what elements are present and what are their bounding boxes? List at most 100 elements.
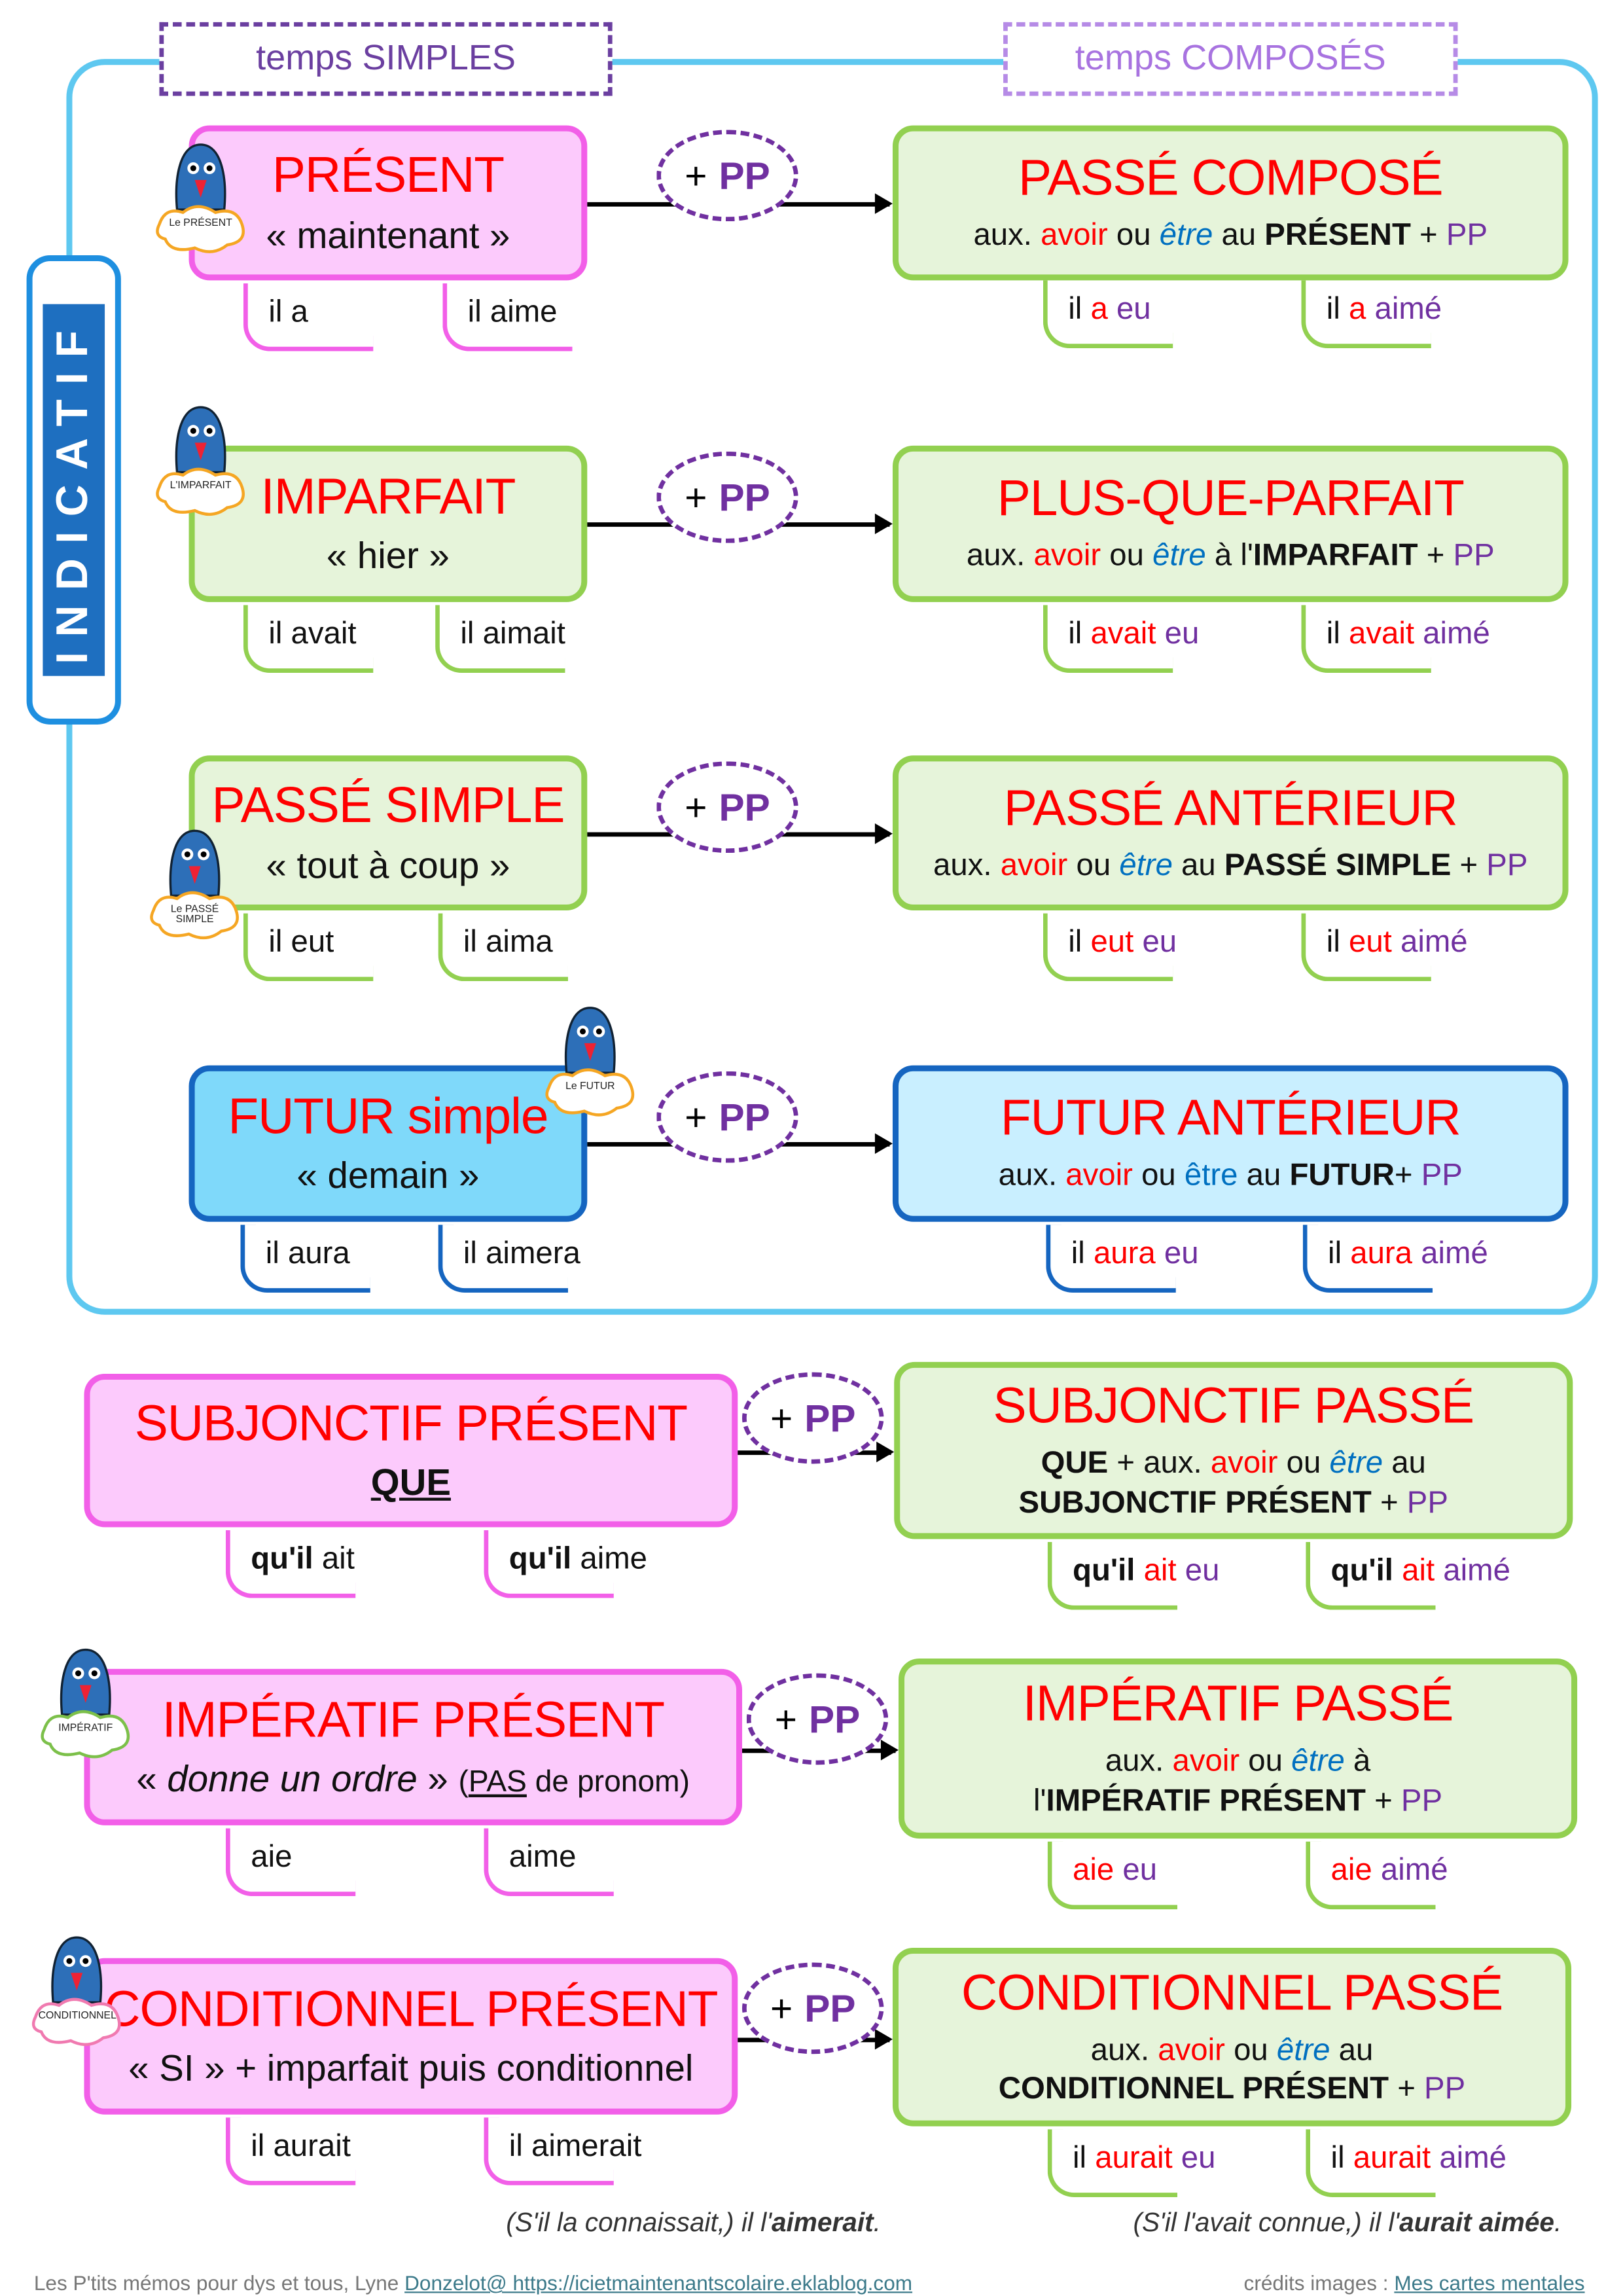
text-segment: « hier » — [326, 535, 450, 577]
plus-pp-badge: +PP — [656, 1071, 798, 1163]
text-segment: IMPÉRATIF PRÉSENT — [1046, 1783, 1366, 1818]
text-segment: eu — [1156, 617, 1200, 651]
text-segment: aux. — [1105, 1744, 1173, 1779]
text-segment: il — [1068, 292, 1091, 327]
compound-tense-title: SUBJONCTIF PASSÉ — [993, 1378, 1475, 1435]
text-segment: il — [1073, 2141, 1096, 2176]
compound-form-example: qu'il ait aimé — [1306, 1541, 1510, 1610]
compound-tense-rule: QUE + aux. avoir ou être au — [1041, 1445, 1426, 1484]
text-segment: a — [1090, 292, 1108, 327]
simple-tense-hint: « SI » + imparfait puis conditionnel — [128, 2048, 693, 2090]
text-segment: à — [1344, 1744, 1371, 1779]
text-segment: il — [1330, 2141, 1353, 2176]
text-segment: être — [1291, 1744, 1345, 1779]
text-segment: être — [1159, 218, 1213, 253]
text-segment: « SI » + imparfait puis conditionnel — [128, 2048, 694, 2090]
simple-tense-box: CONDITIONNEL PRÉSENT« SI » + imparfait p… — [84, 1958, 738, 2115]
text-segment: il aura — [265, 1236, 350, 1271]
text-segment: QUE — [1041, 1446, 1109, 1480]
text-segment: avoir — [1210, 1446, 1278, 1480]
simple-form-example: il avait — [243, 605, 374, 673]
plus-sign: + — [770, 1985, 793, 2030]
pp-label: PP — [719, 474, 770, 519]
simple-tense-hint: « demain » — [296, 1155, 479, 1198]
text-segment: PASSÉ SIMPLE — [1224, 848, 1452, 883]
text-segment: + — [1389, 2072, 1425, 2106]
footer-link-blog[interactable]: Donzelot@ https://icietmaintenantscolair… — [404, 2270, 913, 2295]
mascot-illustration: CONDITIONNEL — [29, 1926, 124, 2049]
text-segment: PP — [1400, 1783, 1443, 1818]
simple-tense-title: IMPARFAIT — [260, 469, 516, 526]
pp-label: PP — [719, 152, 770, 197]
text-segment: il aurait — [251, 2129, 351, 2164]
example-compound: (S'il l'avait connue,) il l'aurait aimée… — [1133, 2208, 1561, 2238]
compound-form-example: il aurait eu — [1047, 2129, 1215, 2197]
text-segment: aimé — [1391, 925, 1468, 960]
simple-tense-box: IMPÉRATIF PRÉSENT« donne un ordre » (PAS… — [84, 1668, 743, 1825]
text-segment: PP — [1486, 848, 1528, 883]
text-segment: aurait aimée — [1399, 2207, 1555, 2237]
text-segment: « tout à coup » — [266, 844, 510, 886]
text-segment: ou — [1277, 1446, 1330, 1480]
compound-form-example: il avait aimé — [1301, 605, 1490, 673]
text-segment: aimé — [1372, 1853, 1448, 1888]
text-segment: il aimera — [463, 1236, 580, 1271]
simple-tense-hint: « hier » — [327, 535, 450, 578]
text-segment: être — [1119, 848, 1173, 883]
text-segment: ait — [1393, 1553, 1435, 1588]
text-segment: ou — [1132, 1158, 1185, 1193]
footer-link-credits[interactable]: Mes cartes mentales — [1394, 2270, 1585, 2295]
text-segment: être — [1152, 539, 1206, 573]
compound-tense-rule: aux. avoir ou être à l'IMPARFAIT + PP — [967, 538, 1495, 577]
text-segment: » — [417, 1759, 459, 1801]
compound-form-example: il a eu — [1043, 280, 1173, 349]
compound-form-example: il aura aimé — [1302, 1225, 1488, 1293]
compound-form-example: qu'il ait eu — [1047, 1541, 1219, 1610]
simple-form-example: il a — [243, 283, 374, 351]
text-segment: aux. — [973, 218, 1041, 253]
text-segment: avoir — [1000, 848, 1068, 883]
text-segment: être — [1184, 1158, 1238, 1193]
mascot-illustration: Le PASSÉ SIMPLE — [147, 819, 241, 942]
mascot-illustration: Le PRÉSENT — [153, 133, 247, 257]
text-segment: il — [1068, 617, 1091, 651]
plus-sign: + — [685, 474, 707, 519]
plus-pp-badge: +PP — [742, 1372, 884, 1464]
example-simple: (S'il la connaissait,) il l'aimerait. — [506, 2208, 881, 2238]
compound-form-example: il aura eu — [1046, 1225, 1199, 1293]
text-segment: il avait — [268, 617, 357, 651]
text-segment: + — [1418, 539, 1454, 573]
compound-tense-box: SUBJONCTIF PASSÉ QUE + aux. avoir ou être… — [894, 1361, 1573, 1539]
text-segment: aux. — [1090, 2033, 1158, 2068]
text-segment: PP — [1424, 2072, 1466, 2106]
text-segment: à l' — [1205, 539, 1253, 573]
mascot-label: CONDITIONNEL — [38, 2011, 116, 2022]
text-segment: aime — [508, 1840, 577, 1874]
text-segment: de pronom) — [526, 1765, 690, 1799]
text-segment: être — [1276, 2033, 1330, 2068]
simple-form-example: il aurait — [225, 2117, 356, 2185]
text-segment: avoir — [1158, 2033, 1225, 2068]
footer-credits: crédits images : — [1243, 2270, 1395, 2295]
text-segment: l' — [1033, 1783, 1046, 1818]
text-segment: . — [873, 2207, 881, 2237]
text-segment: ait — [313, 1541, 355, 1576]
text-segment: PP — [1453, 539, 1495, 573]
compound-form-example: il a aimé — [1301, 280, 1442, 349]
text-segment: il — [1071, 1236, 1094, 1271]
text-segment: ou — [1067, 848, 1120, 883]
simple-tense-box: PRÉSENT« maintenant » — [188, 125, 588, 281]
mascot-illustration: IMPÉRATIF — [39, 1638, 133, 1761]
text-segment: aimerait — [771, 2207, 874, 2237]
simple-form-example: qu'il aime — [484, 1530, 647, 1598]
text-segment: aurait — [1095, 2141, 1173, 2176]
compound-tense-title: CONDITIONNEL PASSÉ — [961, 1965, 1503, 2021]
text-segment: eut — [1090, 925, 1134, 960]
footer-left: Les P'tits mémos pour dys et tous, Lyne … — [34, 2271, 912, 2295]
mascot-illustration: Le FUTUR — [543, 996, 637, 1120]
text-segment: PRÉSENT — [1264, 218, 1411, 253]
